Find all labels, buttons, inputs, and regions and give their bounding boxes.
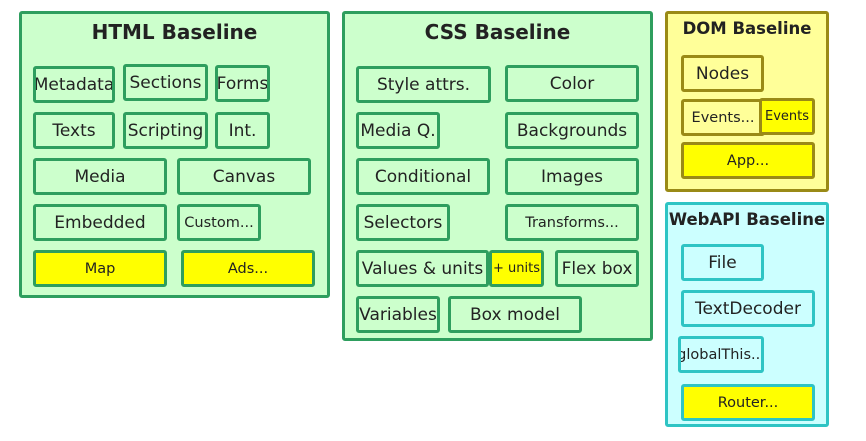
dom-item-events-more: Events... [681,99,765,136]
css-item-values-units: Values & units [356,250,489,287]
html-item-custom: Custom... [177,204,261,241]
css-item-variables: Variables [356,296,440,333]
css-item-plus-units: + units [489,250,544,287]
dom-item-nodes: Nodes [681,55,764,92]
html-baseline-group: HTML Baseline Metadata Sections Forms Te… [19,11,330,298]
dom-baseline-group: DOM Baseline Nodes Events... Events App.… [665,11,829,192]
html-item-embedded: Embedded [33,204,167,241]
dom-item-events: Events [759,98,815,135]
webapi-baseline-group: WebAPI Baseline File TextDecoder globalT… [665,202,829,427]
webapi-baseline-title: WebAPI Baseline [668,210,826,229]
html-item-ads: Ads... [181,250,315,287]
css-baseline-group: CSS Baseline Style attrs. Color Media Q.… [342,11,653,341]
css-item-conditional: Conditional [356,158,490,195]
html-item-map: Map [33,250,167,287]
css-item-images: Images [505,158,639,195]
html-item-forms: Forms [215,65,270,102]
css-item-style-attrs: Style attrs. [356,66,491,103]
webapi-item-router: Router... [681,384,815,421]
webapi-item-file: File [681,244,764,281]
html-item-sections: Sections [123,64,208,101]
html-item-int: Int. [215,112,270,149]
css-item-box-model: Box model [448,296,582,333]
css-item-selectors: Selectors [356,204,450,241]
dom-item-app: App... [681,142,815,179]
html-item-metadata: Metadata [33,66,115,103]
css-item-media-q: Media Q. [356,112,440,149]
css-item-transforms: Transforms... [505,204,639,241]
css-item-flex-box: Flex box [555,250,639,287]
webapi-item-globalthis: globalThis... [678,336,764,373]
css-baseline-title: CSS Baseline [424,20,571,44]
css-item-backgrounds: Backgrounds [505,112,639,149]
css-item-color: Color [505,65,639,102]
html-item-media: Media [33,158,167,195]
html-baseline-title: HTML Baseline [91,20,258,44]
html-item-scripting: Scripting [123,112,208,149]
webapi-item-textdecoder: TextDecoder [681,290,815,327]
html-item-canvas: Canvas [177,158,311,195]
dom-baseline-title: DOM Baseline [682,19,812,38]
html-item-texts: Texts [33,112,115,149]
